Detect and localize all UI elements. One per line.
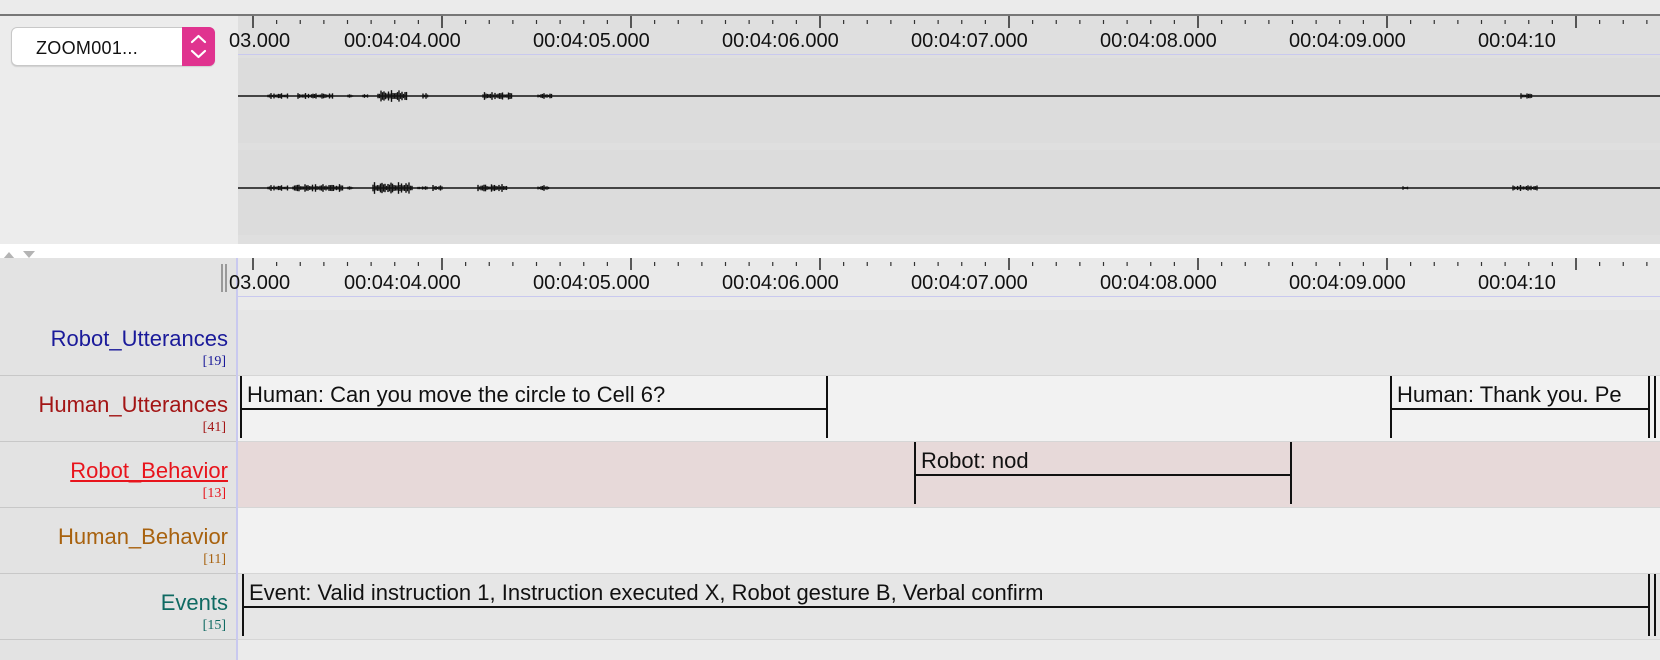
ruler-tick-label: 03.000 <box>229 30 291 52</box>
annotation-text: Robot: nod <box>921 448 1029 473</box>
media-file-select[interactable]: ZOOM001... <box>11 27 215 66</box>
tier-name: Robot_Behavior <box>70 458 228 483</box>
tier-label-events[interactable]: Events [15] <box>0 574 236 640</box>
tier-name: Events <box>160 590 228 615</box>
waveform-sidebar: ZOOM001... <box>0 16 238 244</box>
ruler-tick-label: 00:04:07.000 <box>911 30 1028 52</box>
annotation-human-utterance-1[interactable]: Human: Can you move the circle to Cell 6… <box>240 376 828 438</box>
waveform-panel: ZOOM001... 03.000 00:04:04.000 00:04:05.… <box>0 16 1660 244</box>
tier-row-robot-utterances[interactable] <box>238 310 1660 376</box>
annotation-panel: Robot_Utterances [19] Human_Utterances [… <box>0 258 1660 660</box>
annotation-time-ruler[interactable]: 03.000 00:04:04.000 00:04:05.000 00:04:0… <box>229 258 1660 298</box>
annotation-span-line <box>1390 408 1650 410</box>
window-top-border <box>0 14 1660 16</box>
ruler-tick-label: 00:04:07.000 <box>911 272 1028 294</box>
ruler-tick-label: 00:04:09.000 <box>1289 30 1406 52</box>
annotation-start-boundary <box>242 574 244 636</box>
annotation-next-boundary <box>1654 376 1656 438</box>
ruler-tick-label: 00:04:08.000 <box>1100 30 1217 52</box>
ruler-tick-label: 00:04:05.000 <box>533 30 650 52</box>
tier-label-human-utterances[interactable]: Human_Utterances [41] <box>0 376 236 442</box>
tier-annotation-count: [19] <box>202 354 226 369</box>
ruler-tick-label: 00:04:09.000 <box>1289 272 1406 294</box>
ruler-tick-label: 00:04:08.000 <box>1100 272 1217 294</box>
audio-channel-2[interactable] <box>238 150 1660 235</box>
column-resize-handle[interactable] <box>221 264 227 292</box>
collapse-up-icon[interactable] <box>2 247 16 259</box>
ruler-baseline <box>238 296 1660 297</box>
tier-label-robot-utterances[interactable]: Robot_Utterances [19] <box>0 310 236 376</box>
ruler-tick-label: 00:04:10 <box>1478 272 1556 294</box>
tier-name: Robot_Utterances <box>50 326 228 351</box>
annotation-start-boundary <box>1390 376 1392 438</box>
annotation-next-boundary <box>1654 574 1656 636</box>
ruler-tick-label: 03.000 <box>229 272 291 294</box>
timeline-left-boundary <box>236 258 238 660</box>
annotation-start-boundary <box>914 442 916 504</box>
tier-annotation-count: [13] <box>202 486 226 501</box>
tier-annotation-count: [41] <box>202 420 226 435</box>
tier-row-robot-behavior[interactable]: Robot: nod <box>238 442 1660 508</box>
annotation-text: Event: Valid instruction 1, Instruction … <box>249 580 1044 605</box>
media-file-select-label: ZOOM001... <box>36 38 139 58</box>
tier-annotation-count: [15] <box>202 618 226 633</box>
annotation-start-boundary <box>240 376 242 438</box>
annotation-span-line <box>240 408 828 410</box>
ruler-baseline <box>238 54 1660 55</box>
tier-name: Human_Utterances <box>38 392 228 417</box>
ruler-tick-label: 00:04:06.000 <box>722 272 839 294</box>
ruler-tick-label: 00:04:05.000 <box>533 272 650 294</box>
waveform-area[interactable]: 03.000 00:04:04.000 00:04:05.000 00:04:0… <box>229 16 1660 244</box>
tier-annotation-count: [11] <box>203 552 226 567</box>
annotation-event-1[interactable]: Event: Valid instruction 1, Instruction … <box>242 574 1656 636</box>
annotation-ruler-area: 03.000 00:04:04.000 00:04:05.000 00:04:0… <box>229 258 1660 310</box>
ruler-tick-label: 00:04:06.000 <box>722 30 839 52</box>
annotation-span-line <box>914 474 1292 476</box>
ruler-tick-label: 00:04:04.000 <box>344 272 461 294</box>
tier-name-column: Robot_Utterances [19] Human_Utterances [… <box>0 258 236 660</box>
select-stepper-icon[interactable] <box>182 27 215 66</box>
annotation-text: Human: Thank you. Pe <box>1397 382 1622 407</box>
tier-row-human-utterances[interactable]: Human: Can you move the circle to Cell 6… <box>238 376 1660 442</box>
annotation-end-boundary <box>1290 442 1292 504</box>
annotation-end-boundary <box>1648 376 1650 438</box>
expand-down-icon[interactable] <box>22 247 36 258</box>
tier-name: Human_Behavior <box>58 524 228 549</box>
annotation-robot-behavior-1[interactable]: Robot: nod <box>914 442 1292 504</box>
waveform-time-ruler[interactable]: 03.000 00:04:04.000 00:04:05.000 00:04:0… <box>229 16 1660 56</box>
ruler-tick-label: 00:04:04.000 <box>344 30 461 52</box>
audio-channel-1[interactable] <box>238 58 1660 143</box>
annotation-end-boundary <box>1648 574 1650 636</box>
annotation-text: Human: Can you move the circle to Cell 6… <box>247 382 666 407</box>
ruler-tick-label: 00:04:10 <box>1478 30 1556 52</box>
tier-row-events[interactable]: Event: Valid instruction 1, Instruction … <box>238 574 1660 640</box>
tier-row-human-behavior[interactable] <box>238 508 1660 574</box>
annotation-human-utterance-2[interactable]: Human: Thank you. Pe <box>1390 376 1656 438</box>
annotation-end-boundary <box>826 376 828 438</box>
annotation-span-line <box>242 606 1650 608</box>
panel-splitter[interactable] <box>0 244 1660 259</box>
tier-label-human-behavior[interactable]: Human_Behavior [11] <box>0 508 236 574</box>
tier-label-robot-behavior[interactable]: Robot_Behavior [13] <box>0 442 236 508</box>
